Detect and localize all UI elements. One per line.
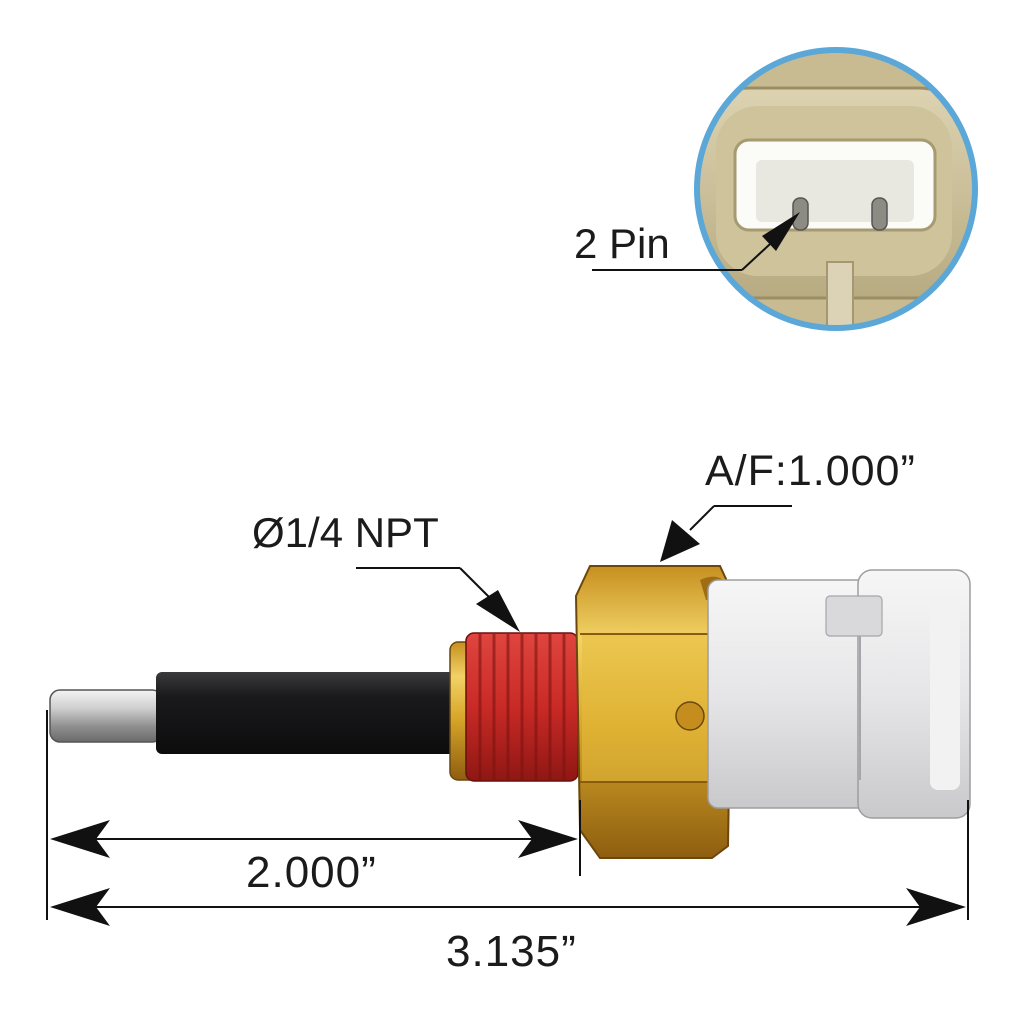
probe-sleeve xyxy=(156,672,456,754)
thread-size-label: Ø1/4 NPT xyxy=(252,509,439,556)
probe-length-label: 2.000” xyxy=(246,848,377,897)
across-flats-label: A/F:1.000” xyxy=(705,447,916,495)
thread-leader xyxy=(356,567,520,632)
inset-ring xyxy=(694,47,978,331)
connector-inset xyxy=(694,47,978,331)
pin-count-leader xyxy=(592,212,800,271)
probe-tip xyxy=(49,689,163,743)
pin-count-label: 2 Pin xyxy=(574,220,670,267)
dimension-probe-length xyxy=(50,820,578,858)
overall-length-label: 3.135” xyxy=(446,927,577,976)
connector-body xyxy=(707,569,971,819)
npt-thread xyxy=(465,632,579,782)
sensor-body xyxy=(49,565,971,859)
dimension-overall-length xyxy=(50,888,966,926)
hex-nut xyxy=(574,565,734,859)
across-flats-leader xyxy=(660,505,792,562)
dimension-extension-lines xyxy=(46,710,969,920)
